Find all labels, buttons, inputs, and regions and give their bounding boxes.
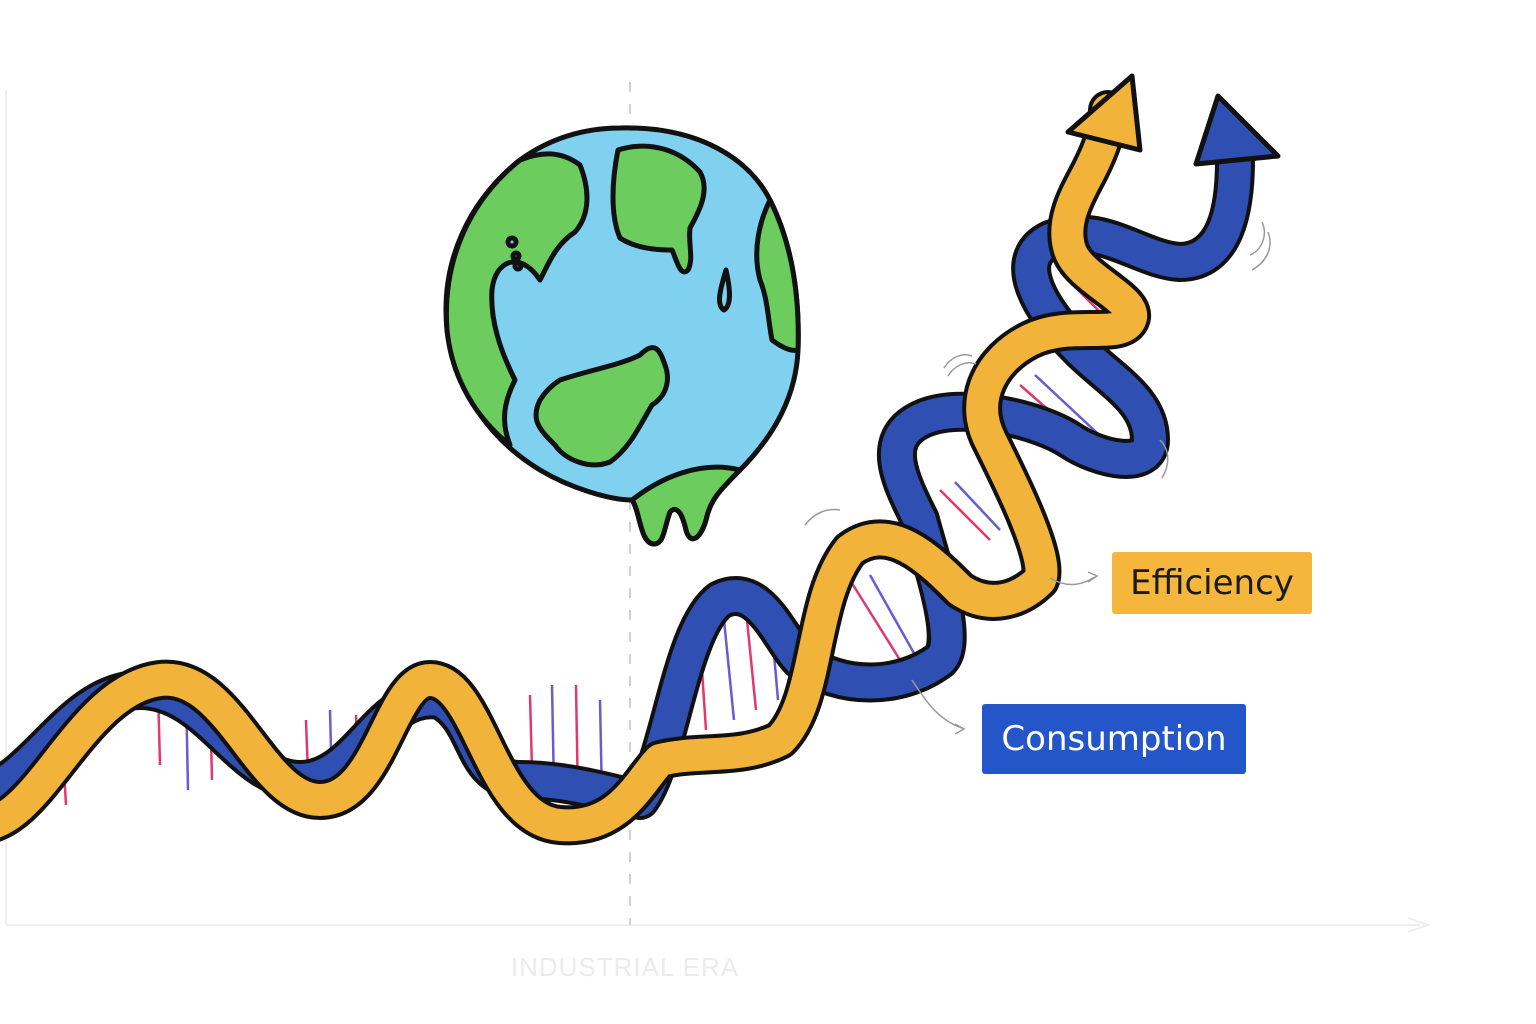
efficiency-leader-arrow xyxy=(1087,571,1099,583)
efficiency-strand xyxy=(0,94,1147,842)
x-axis-arrowhead xyxy=(1407,917,1432,933)
consumption-leader-line xyxy=(911,679,963,729)
consumption-label: Consumption xyxy=(982,704,1246,774)
globe-dot-2 xyxy=(510,250,522,262)
globe-land-top xyxy=(610,143,707,275)
globe-land-right xyxy=(754,197,801,353)
rung xyxy=(868,574,917,656)
consumption-leader-arrow xyxy=(954,723,966,735)
globe-dot-1 xyxy=(505,235,519,249)
efficiency-arrow-icon xyxy=(1065,73,1143,153)
rung xyxy=(954,481,1001,531)
industrial-era-label: INDUSTRIAL ERA xyxy=(510,952,740,982)
globe-dot-3 xyxy=(512,260,524,272)
globe-land-bottom xyxy=(533,345,670,468)
efficiency-label: Efficiency xyxy=(1112,552,1312,614)
rung xyxy=(528,694,534,771)
globe-land-lower-band xyxy=(629,464,743,547)
consumption-arrow-icon xyxy=(1193,93,1281,167)
motion-marks xyxy=(804,221,1271,526)
melting-earth-icon xyxy=(443,125,801,547)
globe-drip xyxy=(717,267,732,313)
globe-land-left xyxy=(443,151,590,448)
rung xyxy=(848,579,902,661)
rung xyxy=(722,619,736,721)
rung xyxy=(939,489,991,541)
rung xyxy=(744,609,758,711)
